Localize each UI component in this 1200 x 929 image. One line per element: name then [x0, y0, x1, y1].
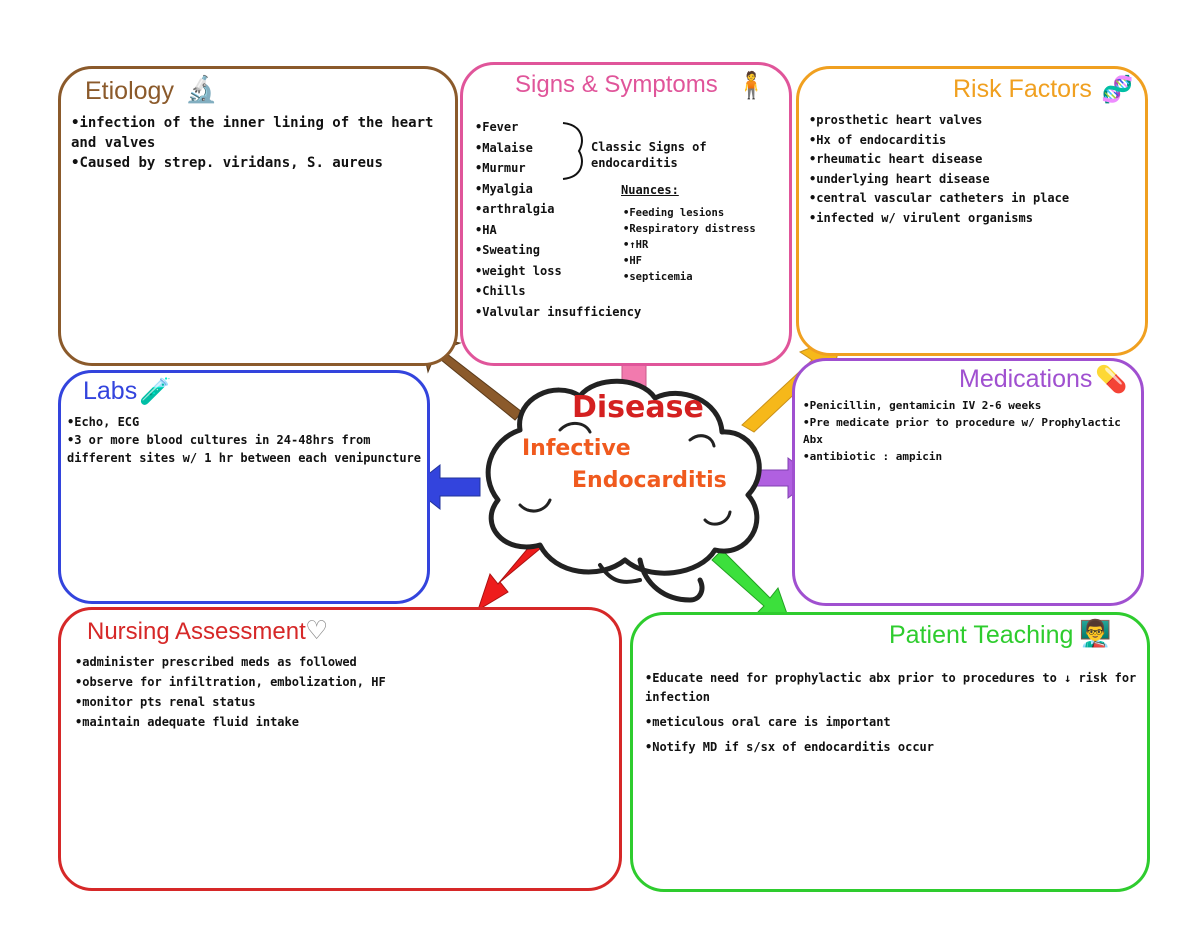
medications-box: Medications 💊 Penicillin, gentamicin IV …	[792, 358, 1144, 606]
list-item: Sweating	[475, 240, 665, 261]
list-item: underlying heart disease	[809, 170, 1141, 190]
list-item: monitor pts renal status	[75, 692, 615, 712]
etiology-list: infection of the inner lining of the hea…	[71, 113, 451, 173]
labs-box: Labs 🧪 Echo, ECG 3 or more blood culture…	[58, 370, 430, 604]
list-item: Respiratory distress	[623, 221, 788, 237]
list-item: Educate need for prophylactic abx prior …	[645, 669, 1141, 707]
list-item: 3 or more blood cultures in 24-48hrs fro…	[67, 431, 425, 467]
etiology-box: Etiology 🔬 infection of the inner lining…	[58, 66, 458, 366]
center-title: Disease	[572, 390, 704, 425]
list-item: meticulous oral care is important	[645, 713, 1141, 732]
medications-list: Penicillin, gentamicin IV 2-6 weeks Pre …	[803, 397, 1139, 465]
risk-box: Risk Factors 🧬 prosthetic heart valves H…	[796, 66, 1148, 356]
list-item: Valvular insufficiency	[475, 302, 665, 323]
list-item: Caused by strep. viridans, S. aureus	[71, 153, 451, 173]
etiology-title: Etiology	[85, 77, 174, 105]
teacher-icon: 👨‍🏫	[1079, 619, 1112, 649]
list-item: infected w/ virulent organisms	[809, 209, 1141, 229]
risk-title: Risk Factors	[953, 75, 1092, 103]
microscope-icon: 🔬	[185, 75, 218, 105]
medications-title: Medications	[959, 365, 1093, 393]
body-icon: 🧍	[735, 71, 768, 101]
list-item: septicemia	[623, 269, 788, 285]
list-item: infection of the inner lining of the hea…	[71, 113, 451, 153]
list-item: Chills	[475, 281, 665, 302]
risk-list: prosthetic heart valves Hx of endocardit…	[809, 111, 1141, 228]
dna-icon: 🧬	[1101, 75, 1134, 105]
teaching-title: Patient Teaching	[889, 621, 1074, 649]
pills-icon: 💊	[1095, 365, 1128, 395]
labs-list: Echo, ECG 3 or more blood cultures in 24…	[67, 413, 425, 467]
brain-cloud-icon	[485, 378, 762, 603]
list-item: rheumatic heart disease	[809, 150, 1141, 170]
signs-box: Signs & Symptoms 🧍 Fever Malaise Murmur …	[460, 62, 792, 366]
list-item: Pre medicate prior to procedure w/ Proph…	[803, 414, 1139, 448]
nursing-box: Nursing Assessment ♡ administer prescrib…	[58, 607, 622, 891]
list-item: central vascular catheters in place	[809, 189, 1141, 209]
signs-title: Signs & Symptoms	[515, 71, 718, 98]
list-item: Myalgia	[475, 179, 665, 200]
list-item: Notify MD if s/sx of endocarditis occur	[645, 738, 1141, 757]
test-tube-icon: 🧪	[139, 377, 172, 407]
list-item: weight loss	[475, 261, 665, 282]
list-item: Fever	[475, 117, 665, 138]
heartbeat-icon: ♡	[305, 616, 329, 646]
center-subject-line1: Infective	[522, 436, 631, 461]
nuances-list: Feeding lesions Respiratory distress ↑HR…	[623, 205, 788, 285]
list-item: antibiotic : ampicin	[803, 448, 1139, 465]
teaching-box: Patient Teaching 👨‍🏫 Educate need for pr…	[630, 612, 1150, 892]
nuances-heading: Nuances:	[621, 183, 679, 197]
list-item: ↑HR	[623, 237, 788, 253]
signs-list: Fever Malaise Murmur Myalgia arthralgia …	[475, 117, 665, 322]
list-item: Penicillin, gentamicin IV 2-6 weeks	[803, 397, 1139, 414]
list-item: administer prescribed meds as followed	[75, 652, 615, 672]
teaching-list: Educate need for prophylactic abx prior …	[645, 669, 1141, 757]
center-subject-line2: Endocarditis	[572, 468, 727, 493]
classic-signs-note: Classic Signs of endocarditis	[591, 140, 707, 170]
labs-title: Labs	[83, 377, 138, 405]
list-item: Echo, ECG	[67, 413, 425, 431]
classic-brace	[562, 122, 583, 180]
list-item: observe for infiltration, embolization, …	[75, 672, 615, 692]
list-item: Murmur	[475, 158, 665, 179]
list-item: Malaise	[475, 138, 665, 159]
nursing-list: administer prescribed meds as followed o…	[75, 652, 615, 732]
list-item: HF	[623, 253, 788, 269]
nursing-title: Nursing Assessment	[87, 618, 306, 645]
list-item: prosthetic heart valves	[809, 111, 1141, 131]
list-item: HA	[475, 220, 665, 241]
list-item: Feeding lesions	[623, 205, 788, 221]
list-item: arthralgia	[475, 199, 665, 220]
list-item: Hx of endocarditis	[809, 131, 1141, 151]
list-item: maintain adequate fluid intake	[75, 712, 615, 732]
